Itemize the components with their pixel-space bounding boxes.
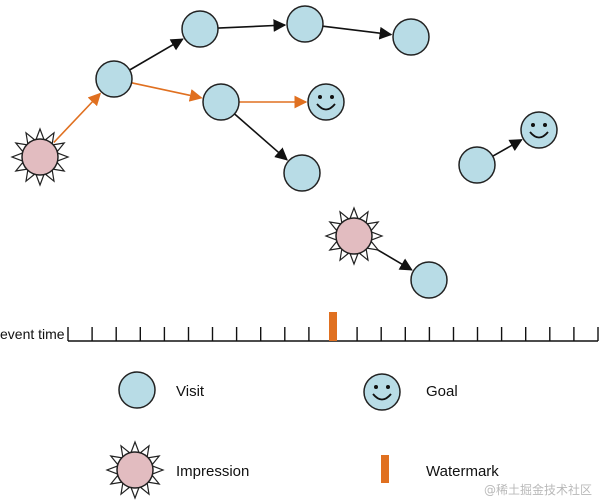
watermark-marker — [329, 312, 337, 341]
visit-node — [392, 18, 430, 56]
impression-icon — [105, 440, 165, 500]
goal-node — [520, 111, 558, 149]
legend-watermark-label: Watermark — [426, 463, 499, 480]
visit-edge-arrow — [129, 38, 184, 71]
visit-node — [410, 261, 448, 299]
nodes-layer — [10, 5, 558, 299]
legend-visit-label: Visit — [176, 383, 205, 400]
legend-goal: Goal — [363, 373, 458, 411]
legend: Visit Goal Impression Watermark — [105, 371, 499, 500]
visit-icon — [118, 371, 156, 409]
legend-impression: Impression — [105, 440, 249, 500]
watermark-icon — [381, 455, 389, 483]
legend-goal-label: Goal — [426, 383, 458, 400]
visit-edge-arrow — [217, 19, 287, 32]
goal-node — [307, 83, 345, 121]
goal-icon — [363, 373, 401, 411]
impression-node — [10, 127, 70, 187]
visit-node — [458, 146, 496, 184]
impression-edge-arrow — [53, 92, 102, 144]
axis-ticks — [67, 327, 599, 341]
legend-impression-label: Impression — [176, 463, 249, 480]
visit-node — [95, 60, 133, 98]
edges-layer — [53, 19, 523, 271]
event-time-axis: event time — [0, 312, 599, 342]
visit-edge-arrow — [233, 113, 288, 161]
legend-visit: Visit — [118, 371, 205, 409]
impression-node — [324, 206, 384, 266]
visit-node — [283, 154, 321, 192]
visit-node — [181, 10, 219, 48]
visit-edge-arrow — [492, 139, 523, 157]
visit-node — [202, 83, 240, 121]
impression-edge-arrow — [131, 82, 203, 102]
site-watermark: @稀土掘金技术社区 — [484, 482, 592, 497]
axis-label: event time — [0, 326, 65, 342]
visit-edge-arrow — [322, 25, 393, 40]
legend-watermark: Watermark — [381, 455, 499, 483]
visit-node — [286, 5, 324, 43]
